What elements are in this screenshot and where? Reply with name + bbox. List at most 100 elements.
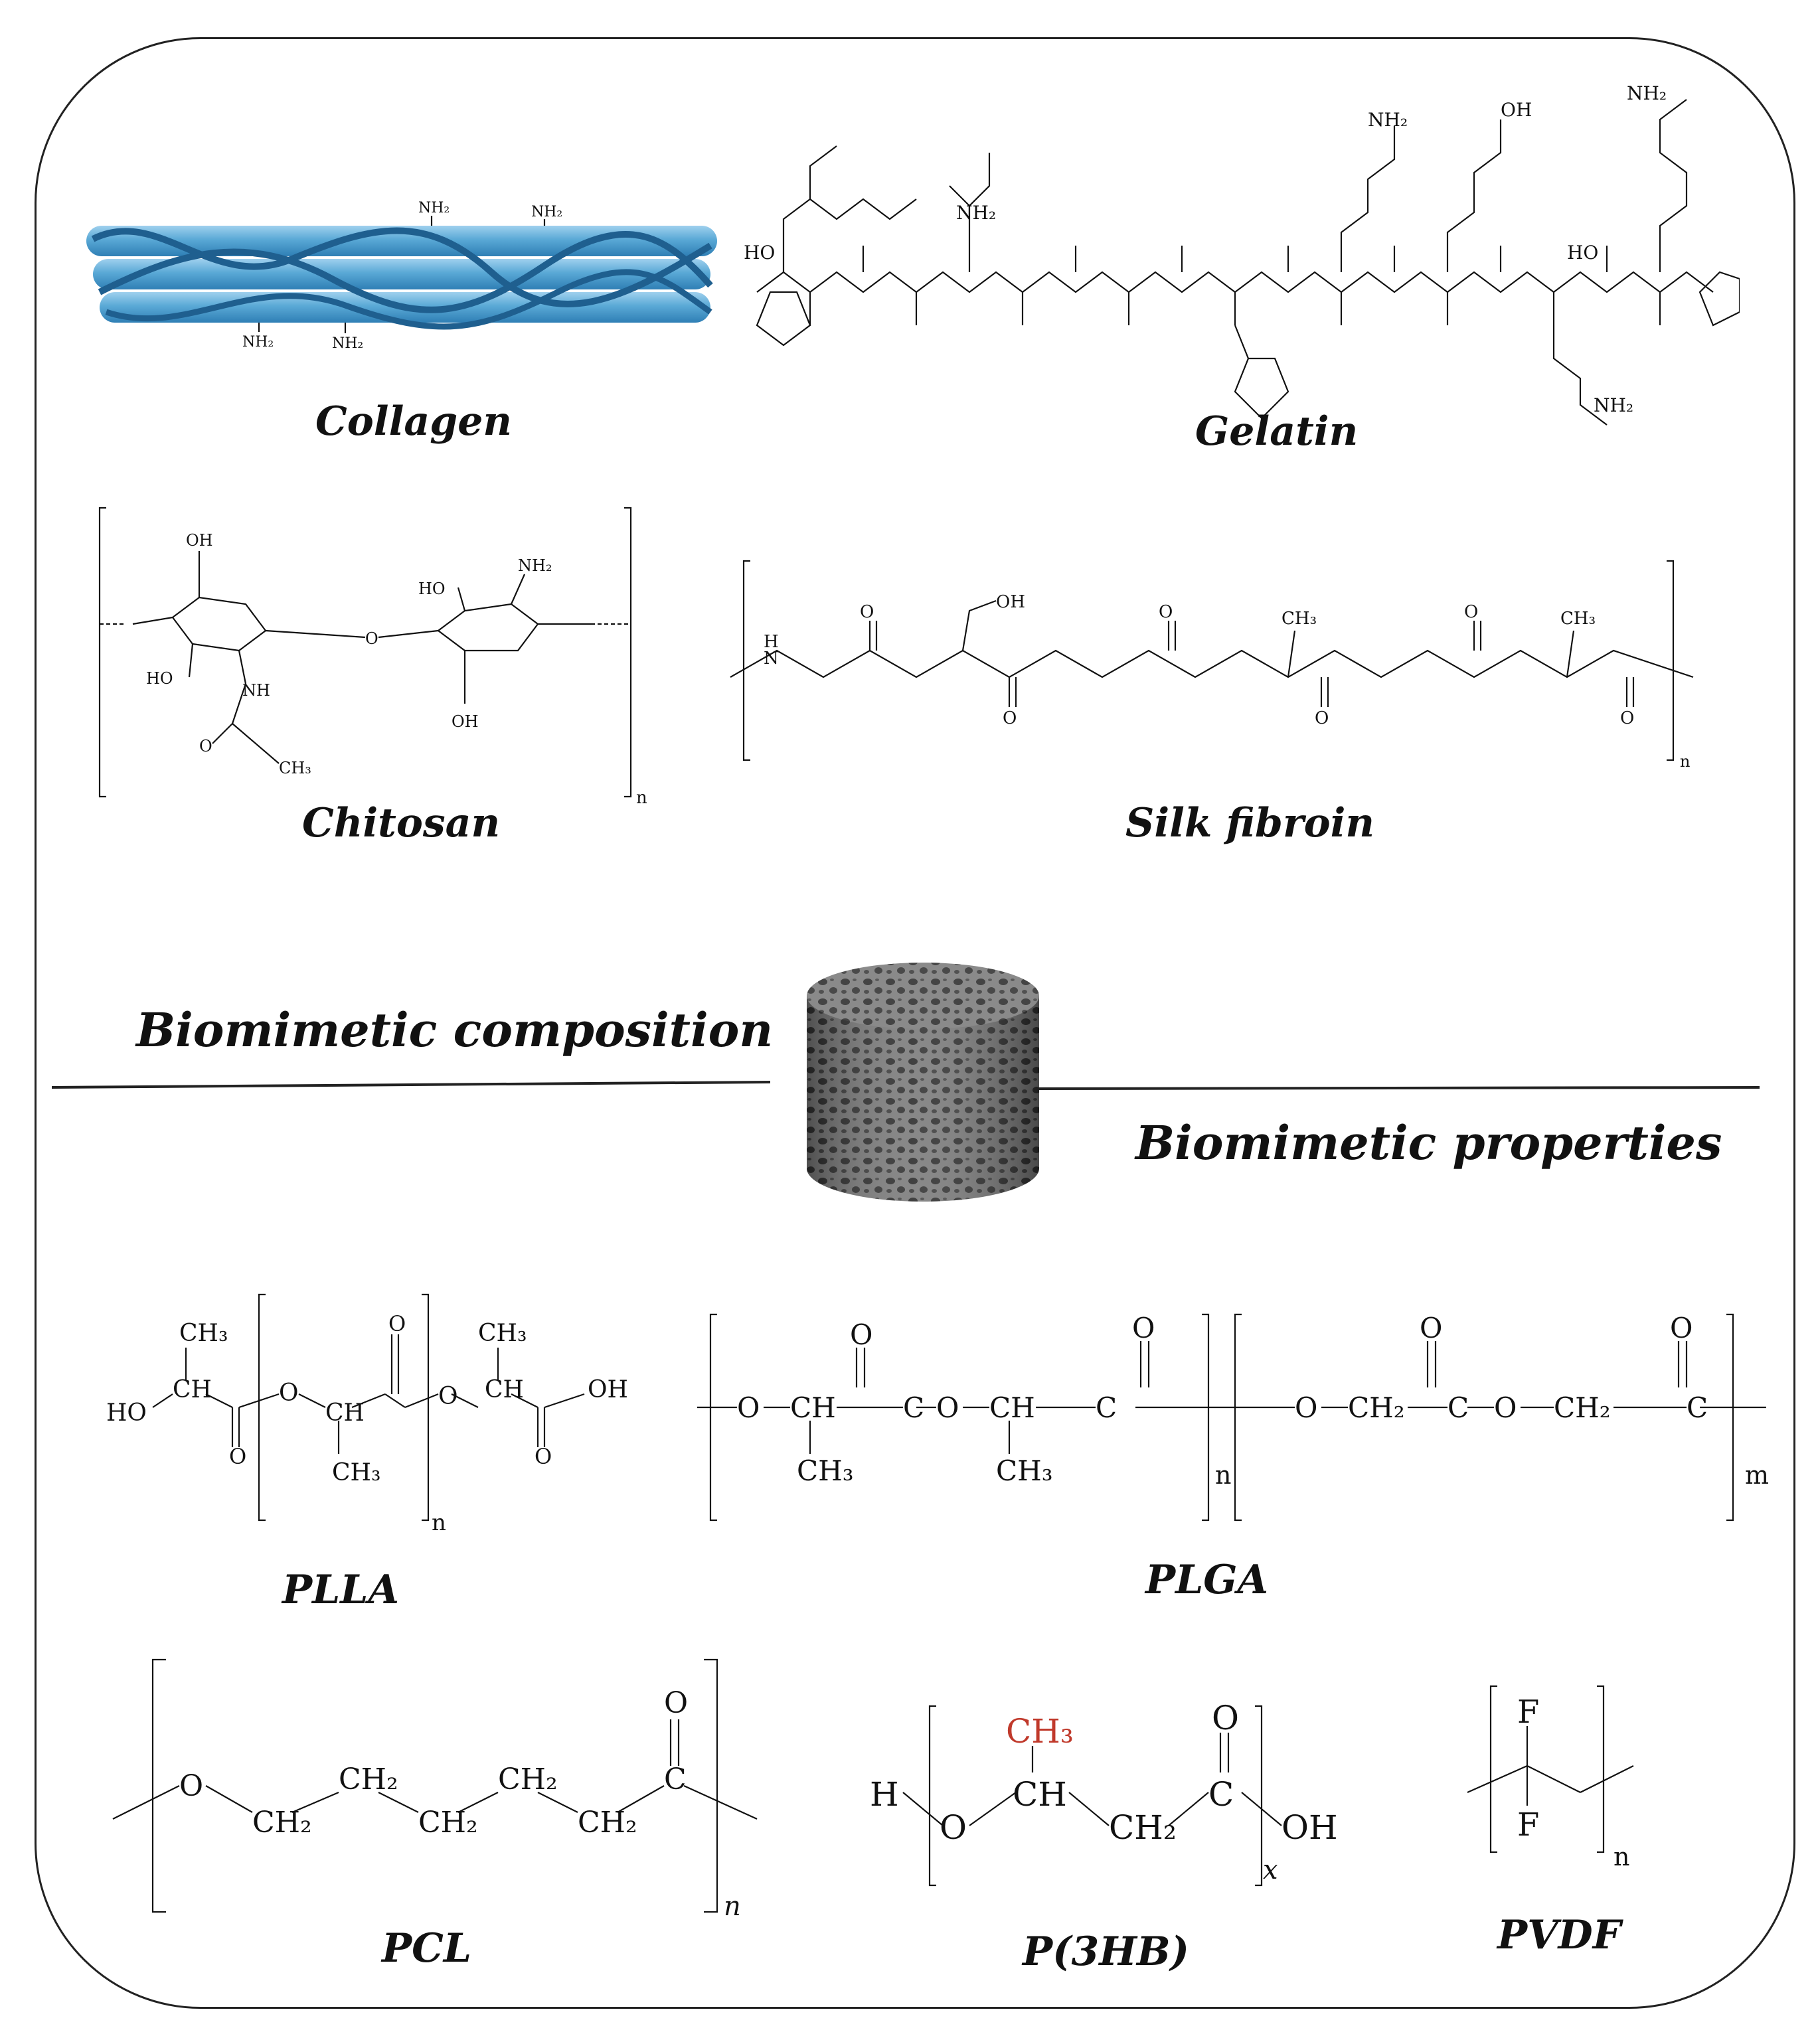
pvdf-f-2: F bbox=[1517, 1806, 1539, 1844]
plla-o-5: O bbox=[535, 1444, 552, 1469]
silk-o-6: O bbox=[1620, 708, 1634, 728]
pcl-ch2-1: CH₂ bbox=[252, 1806, 312, 1840]
collagen-fiber-illustration: NH₂ NH₂ NH₂ NH₂ bbox=[86, 200, 717, 352]
silk-h-1: H bbox=[764, 632, 779, 652]
plga-o-8: O bbox=[1670, 1312, 1693, 1344]
plga-c-2: C bbox=[1096, 1391, 1117, 1424]
silk-n-1: N bbox=[764, 649, 779, 668]
gelatin-nh2-gln: NH₂ bbox=[1594, 394, 1633, 416]
label-pvdf: PVDF bbox=[1497, 1912, 1621, 1958]
chitosan-ho-2: HO bbox=[418, 580, 446, 598]
pcl-subscript-n: n bbox=[724, 1891, 741, 1922]
silk-o-5: O bbox=[1464, 602, 1478, 622]
label-pcl: PCL bbox=[382, 1925, 472, 1972]
plga-c-3: C bbox=[1447, 1391, 1469, 1424]
pcl-ch2-3: CH₂ bbox=[418, 1806, 478, 1840]
plla-o-2: O bbox=[279, 1379, 299, 1407]
p3hb-structure: H O CH₃ CH CH₂ O C OH x bbox=[870, 1699, 1338, 1887]
plga-o-2: O bbox=[850, 1318, 872, 1351]
plla-ch3-3: CH₃ bbox=[478, 1320, 527, 1347]
gelatin-structure: NH₂ NH₂ OH HO NH₂ NH₂ HO bbox=[744, 82, 1740, 426]
p3hb-c: C bbox=[1208, 1775, 1234, 1814]
silk-o-4: O bbox=[1315, 708, 1329, 728]
plga-ch3-2: CH₃ bbox=[996, 1454, 1053, 1487]
collagen-amine-2: NH₂ bbox=[531, 204, 562, 220]
plga-c-1: C bbox=[903, 1391, 924, 1424]
collagen-amine-4: NH₂ bbox=[332, 335, 363, 352]
pcl-o-1: O bbox=[179, 1769, 203, 1803]
p3hb-h: H bbox=[870, 1775, 899, 1814]
plga-ch-2: CH bbox=[989, 1391, 1035, 1424]
pvdf-subscript-n: n bbox=[1613, 1842, 1629, 1871]
chitosan-nh2: NH₂ bbox=[518, 556, 552, 575]
plga-o-5: O bbox=[1295, 1391, 1317, 1424]
plga-o-3: O bbox=[936, 1391, 959, 1424]
p3hb-o-1: O bbox=[940, 1808, 967, 1847]
plla-ch-3: CH bbox=[485, 1376, 524, 1403]
plla-structure: CH₃ CH HO O O CH CH₃ O O CH₃ CH O OH n bbox=[106, 1293, 628, 1536]
chitosan-bridge-o: O bbox=[365, 629, 378, 648]
chitosan-ho-1: HO bbox=[146, 669, 173, 688]
rounded-frame bbox=[35, 37, 1795, 2009]
silk-ch3-2: CH₃ bbox=[1560, 609, 1596, 629]
pcl-ch2-5: CH₂ bbox=[578, 1806, 637, 1840]
p3hb-oh: OH bbox=[1281, 1808, 1338, 1847]
plla-subscript-n: n bbox=[432, 1510, 446, 1536]
plga-subscript-n: n bbox=[1215, 1460, 1231, 1490]
chitosan-ch3: CH₃ bbox=[279, 759, 311, 777]
gelatin-nh2-top: NH₂ bbox=[1627, 82, 1667, 104]
silk-o-2: O bbox=[1003, 708, 1017, 728]
label-gelatin: Gelatin bbox=[1195, 408, 1359, 455]
title-biomimetic-properties: Biomimetic properties bbox=[1135, 1115, 1722, 1170]
plga-ch2-1: CH₂ bbox=[1348, 1391, 1405, 1424]
p3hb-ch: CH bbox=[1013, 1775, 1067, 1814]
plga-ch3-1: CH₃ bbox=[797, 1454, 854, 1487]
porous-scaffold-image bbox=[807, 963, 1039, 1202]
plga-ch-1: CH bbox=[790, 1391, 836, 1424]
chitosan-carbonyl-o: O bbox=[199, 737, 212, 755]
chitosan-oh-1: OH bbox=[186, 531, 213, 550]
plga-o-4: O bbox=[1132, 1312, 1155, 1344]
gelatin-oh-glu: OH bbox=[1501, 99, 1532, 121]
label-silk-fibroin: Silk fibroin bbox=[1125, 800, 1374, 846]
silk-oh: OH bbox=[996, 592, 1025, 612]
label-plga: PLGA bbox=[1145, 1557, 1269, 1603]
label-plla: PLLA bbox=[282, 1567, 400, 1613]
label-collagen: Collagen bbox=[315, 398, 512, 445]
silk-ch3-1: CH₃ bbox=[1281, 609, 1317, 629]
silk-o-3: O bbox=[1159, 602, 1173, 622]
plla-ch3-1: CH₃ bbox=[179, 1320, 228, 1347]
plga-subscript-m: m bbox=[1745, 1460, 1769, 1490]
silk-fibroin-structure: H N O OH O O CH₃ O O CH₃ O n bbox=[730, 560, 1694, 770]
p3hb-ch3-red: CH₃ bbox=[1006, 1712, 1074, 1751]
label-chitosan: Chitosan bbox=[302, 800, 501, 846]
chitosan-structure: OH HO O HO NH₂ OH NH O CH₃ n bbox=[98, 507, 647, 808]
plga-o-1: O bbox=[737, 1391, 760, 1424]
label-p3hb: P(3HB) bbox=[1023, 1928, 1190, 1975]
p3hb-subscript-x: x bbox=[1263, 1855, 1278, 1885]
silk-subscript-n: n bbox=[1680, 752, 1690, 770]
pcl-o-2: O bbox=[664, 1686, 688, 1720]
pcl-c: C bbox=[664, 1763, 687, 1796]
plla-o-3: O bbox=[388, 1311, 406, 1336]
collagen-amine-1: NH₂ bbox=[418, 200, 450, 216]
p3hb-o-2: O bbox=[1212, 1699, 1239, 1737]
plla-ch-2: CH bbox=[325, 1399, 365, 1427]
plga-o-6: O bbox=[1420, 1312, 1442, 1344]
chitosan-subscript-n: n bbox=[636, 788, 647, 808]
plga-ch2-2: CH₂ bbox=[1554, 1391, 1611, 1424]
gelatin-nh2-lys: NH₂ bbox=[1368, 109, 1408, 131]
plga-c-4: C bbox=[1687, 1391, 1708, 1424]
plla-o-1: O bbox=[229, 1444, 246, 1469]
title-biomimetic-composition: Biomimetic composition bbox=[136, 1002, 774, 1058]
divider-lines bbox=[51, 1081, 1760, 1090]
plla-ch-1: CH bbox=[173, 1376, 212, 1403]
plla-ch3-2: CH₃ bbox=[332, 1459, 380, 1486]
plla-oh: OH bbox=[588, 1376, 628, 1403]
plla-o-4: O bbox=[438, 1383, 458, 1410]
plga-structure: O CH CH₃ O C O CH CH₃ O C n O CH₂ O C O … bbox=[697, 1312, 1769, 1522]
pcl-ch2-4: CH₂ bbox=[498, 1763, 558, 1796]
plla-ho: HO bbox=[106, 1399, 147, 1427]
gelatin-ho-right: HO bbox=[1567, 242, 1598, 264]
